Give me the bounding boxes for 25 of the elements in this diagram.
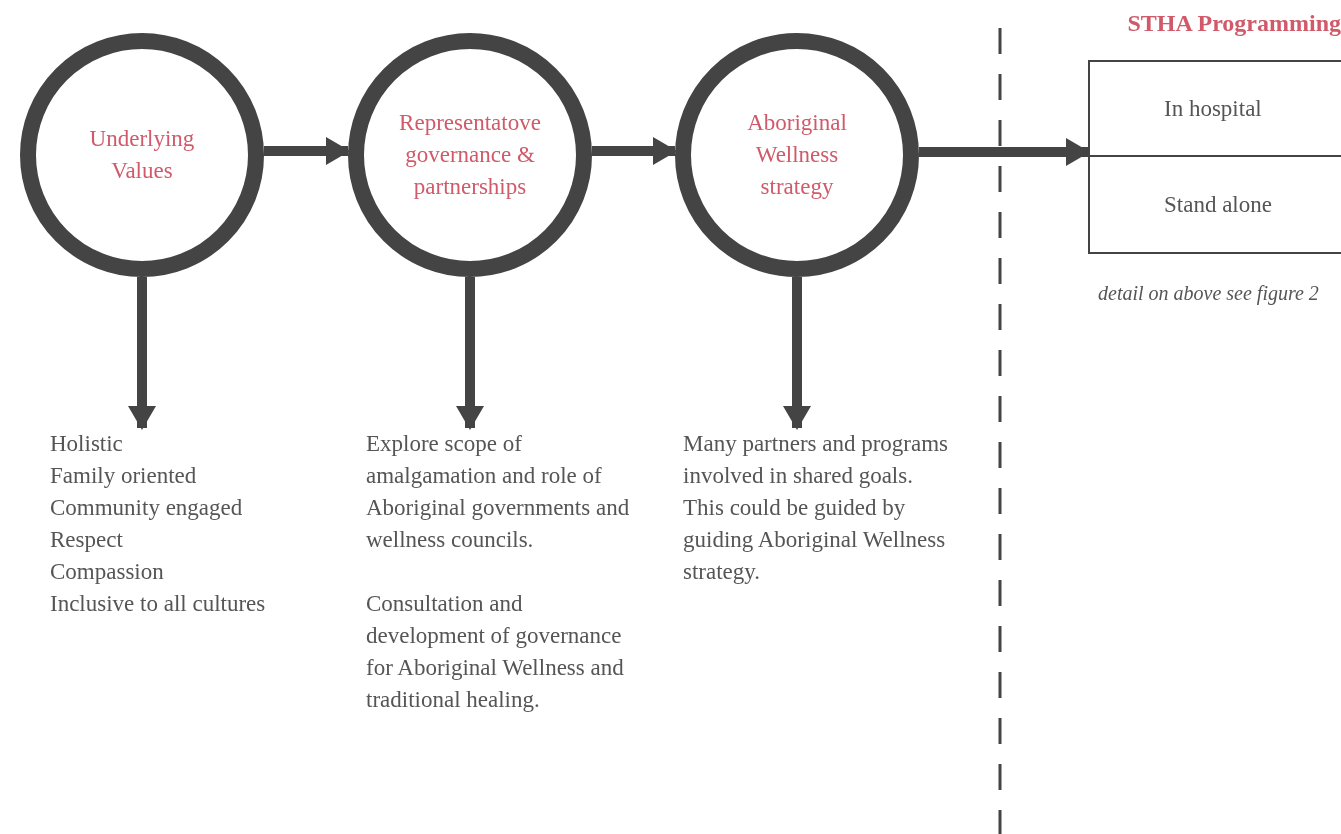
circle-label: Aboriginal Wellness strategy	[746, 109, 848, 201]
arrow	[919, 138, 1090, 166]
list-item: Respect	[50, 526, 124, 554]
paragraph: Many partners and programs involved in shared goals. This could be guided by guiding Aboriginal Wellness strategy.	[683, 430, 950, 586]
circle-node	[348, 33, 592, 277]
section-heading: STHA Programming	[1127, 10, 1341, 37]
note: detail on above see figure 2	[1098, 282, 1319, 305]
list-item: Community engaged	[50, 494, 244, 522]
arrow	[264, 137, 350, 165]
arrow	[456, 277, 484, 430]
table-row: Stand alone	[1090, 157, 1341, 252]
paragraph: Explore scope of amalgamation and role of Aboriginal governments and wellness councils.	[366, 430, 631, 554]
paragraph: Consultation and development of governance for Aboriginal Wellness and traditional healing.	[366, 590, 625, 714]
list-item: Family oriented	[50, 462, 198, 490]
list-item: Compassion	[50, 558, 165, 586]
arrow	[783, 277, 811, 430]
circle-node	[675, 33, 919, 277]
list-item: Holistic	[50, 430, 124, 458]
circle-node	[20, 33, 264, 277]
circle-label: Underlying Values	[88, 125, 196, 185]
table-row: In hospital	[1090, 62, 1341, 157]
arrow	[128, 277, 156, 430]
circle-label: Representatove governance & partnerships	[398, 109, 542, 201]
list-item: Inclusive to all cultures	[50, 590, 267, 618]
arrow	[592, 137, 677, 165]
